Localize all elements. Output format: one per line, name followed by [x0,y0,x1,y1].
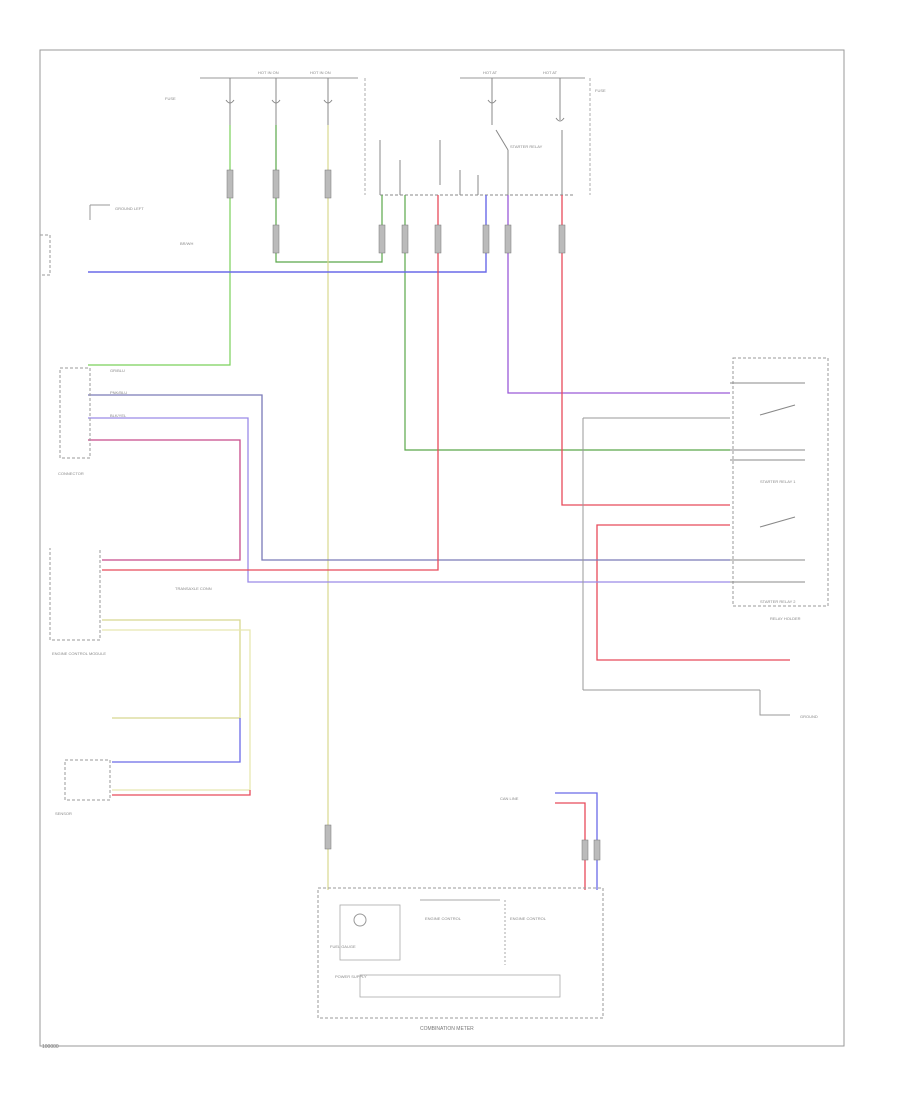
diagram-frame [39,49,845,1047]
hot-label-4: HOT AT [543,70,558,75]
meter-left-label: FUEL GAUGE [330,944,356,949]
top-fuse-area: HOT IN ON HOT IN ON HOT AT HOT AT FUSE F… [165,70,606,196]
starter-relay-label: STARTER RELAY [510,144,543,149]
wire-green-mid [275,125,730,451]
wire-sensor-group [102,619,251,796]
relay-holder: STARTER RELAY 1 STARTER RELAY 2 RELAY HO… [582,357,829,691]
sensor-label: SENSOR [55,811,72,816]
connector-mid-label: TRANSAXLE CONN [175,586,212,591]
meter-mid-label: ENGINE CONTROL [425,916,462,921]
ground-left: GROUND LEFT BR/WH [39,204,193,276]
fuse-label-right: FUSE [595,88,606,93]
hot-label-1: HOT IN ON [258,70,279,75]
connector-left: CONNECTOR GR/BLU PNK/BLU BLK/YEL [58,367,127,476]
wire-label-2: PNK/BLU [110,390,127,395]
wire-label-1: GR/BLU [110,368,125,373]
sensor-block: SENSOR [55,759,111,816]
combo-meter-label: COMBINATION METER [420,1026,474,1032]
wire-can-line [555,792,598,890]
meter-bottom-label: POWER SUPPLY [335,974,367,979]
wire-connector-left-group [88,195,730,583]
relay-2-label: STARTER RELAY 2 [760,599,796,604]
wire-br-label: BR/WH [180,241,193,246]
meter-right-label: ENGINE CONTROL [510,916,547,921]
inline-connectors [226,169,601,861]
fuse-label-left: FUSE [165,96,176,101]
wire-red-relay [561,195,730,506]
wire-green-left [88,125,231,366]
wire-red-holder [596,524,790,661]
wire-blue-top [88,195,487,273]
wire-label-3: BLK/YEL [110,413,127,418]
relay-1-label: STARTER RELAY 1 [760,479,796,484]
ground-left-label: GROUND LEFT [115,206,144,211]
connector-left-label: CONNECTOR [58,471,84,476]
ground-right: GROUND [759,690,818,719]
hot-label-3: HOT AT [483,70,498,75]
hot-label-2: HOT IN ON [310,70,331,75]
can-line-label: CAN LINE [500,796,519,801]
wire-purple-relay [507,195,730,394]
ecm-label: ENGINE CONTROL MODULE [52,651,106,656]
ground-right-label: GROUND [800,714,818,719]
combination-meter: FUEL GAUGE ENGINE CONTROL ENGINE CONTROL… [317,887,604,1032]
relay-holder-label: RELAY HOLDER [770,616,801,621]
ecm-connector: ENGINE CONTROL MODULE TRANSAXLE CONN [49,548,212,656]
footer-id: 100000 [42,1044,59,1050]
